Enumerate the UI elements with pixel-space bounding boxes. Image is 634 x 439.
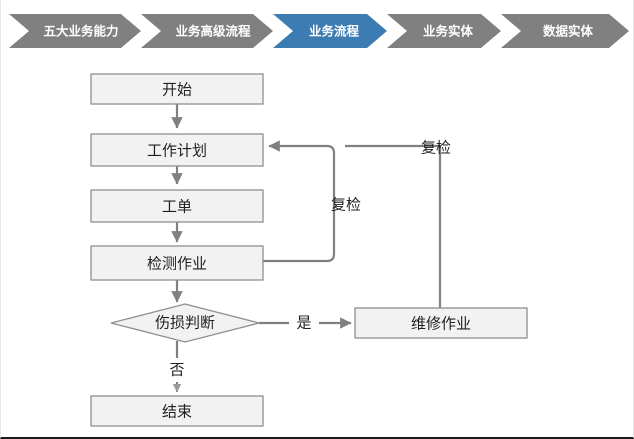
breadcrumb-item-2[interactable]: 业务高级流程 (141, 14, 273, 48)
breadcrumb-item-3[interactable]: 业务流程 (273, 14, 387, 48)
chevron-shape (141, 14, 273, 48)
node-repair-box (354, 307, 528, 339)
node-damage-decision-label: 伤损判断 (155, 314, 215, 332)
node-end-label: 结束 (162, 403, 192, 421)
breadcrumb-item-2-label: 业务高级流程 (175, 24, 251, 39)
chevron-shape (501, 14, 629, 48)
breadcrumb-item-1[interactable]: 五大业务能力 (9, 14, 141, 48)
node-end[interactable]: 结束 (90, 395, 264, 427)
node-inspection[interactable]: 检测作业 (90, 245, 264, 281)
breadcrumb-item-4-label: 业务实体 (423, 24, 474, 39)
breadcrumb: 五大业务能力 业务高级流程 业务流程 业务实体 数据实体 (1, 12, 633, 50)
node-start-box (90, 73, 264, 105)
breadcrumb-item-1-label: 五大业务能力 (43, 24, 118, 39)
connector-recheck-outer (345, 144, 442, 313)
breadcrumb-item-4[interactable]: 业务实体 (387, 14, 501, 48)
node-work-plan-label: 工作计划 (147, 142, 207, 160)
edge-label-recheck-inner: 复检 (331, 196, 361, 214)
connector-recheck-inner (263, 140, 336, 263)
node-end-box (90, 395, 264, 427)
edge-label-no: 否 (169, 361, 184, 379)
edge-label-recheck-outer: 复检 (421, 139, 451, 157)
node-damage-decision[interactable]: 伤损判断 (110, 303, 260, 343)
node-damage-decision-shape (110, 303, 260, 343)
node-repair-label: 维修作业 (411, 315, 471, 333)
node-start[interactable]: 开始 (90, 73, 264, 105)
edge-label-yes: 是 (296, 314, 311, 332)
node-work-plan-box (90, 133, 264, 167)
breadcrumb-item-5[interactable]: 数据实体 (501, 14, 629, 48)
node-work-order[interactable]: 工单 (90, 189, 264, 223)
chevron-shape (387, 14, 501, 48)
node-work-plan[interactable]: 工作计划 (90, 133, 264, 167)
breadcrumb-item-5-label: 数据实体 (542, 24, 594, 39)
chevron-shape-active (273, 14, 387, 48)
node-work-order-box (90, 189, 264, 223)
chevron-shape (9, 14, 141, 48)
node-inspection-box (90, 245, 264, 281)
node-work-order-label: 工单 (162, 198, 192, 216)
node-inspection-label: 检测作业 (147, 255, 207, 273)
node-repair[interactable]: 维修作业 (354, 307, 528, 339)
node-start-label: 开始 (162, 81, 192, 99)
breadcrumb-item-3-label: 业务流程 (309, 24, 360, 39)
